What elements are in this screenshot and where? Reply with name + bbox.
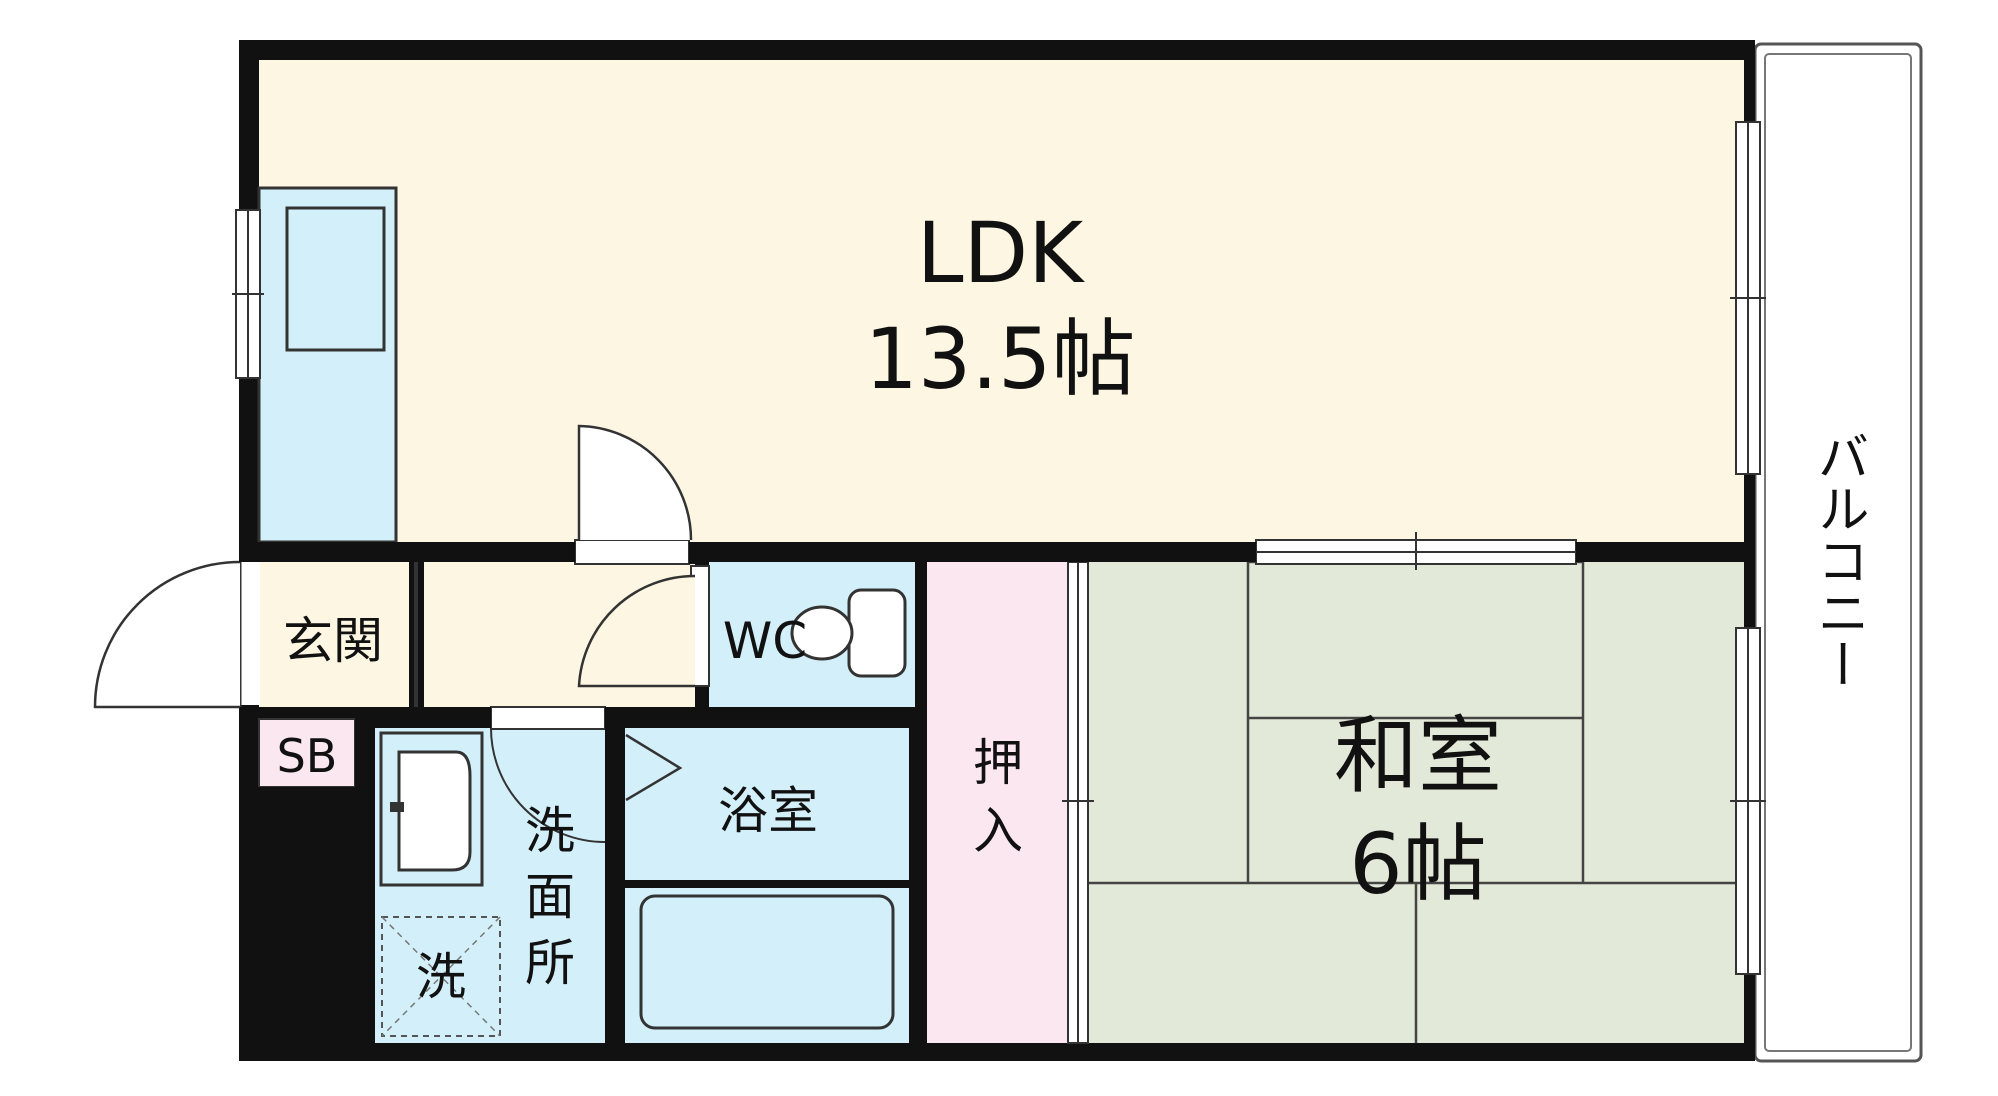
wc-door [577,565,710,688]
ldk-door [574,424,693,565]
bath-label: 浴室 [718,782,818,840]
window-kitchen [232,209,264,379]
kitchen-counter [257,186,398,544]
toilet-icon [790,588,907,678]
balcony-label: バルコニー [1808,430,1868,690]
senmenjo-label-1: 洗 [525,802,575,860]
sb-label: SB [277,729,338,783]
genkan-label: 玄関 [283,612,383,670]
washitsu-name: 和室 [1334,707,1502,805]
entrance-door [93,560,260,709]
interior-walls [239,542,1755,1061]
window-washitsu-balcony [1730,627,1766,975]
room-genkan [259,562,409,707]
bathtub-icon [639,894,895,1030]
window-ldk-balcony [1730,121,1766,475]
room-ldk [259,60,1744,542]
wc-label: WC [723,612,807,670]
washbasin-icon [379,731,484,887]
oshiire-label-1: 押 [973,734,1023,792]
room-oshiire [927,562,1070,1043]
ldk-name: LDK [917,204,1085,302]
oshiire-label-2: 入 [973,802,1023,860]
senmenjo-label-2: 面 [525,868,575,926]
washer-space [381,916,501,1037]
ldk-size: 13.5帖 [864,310,1135,408]
balcony [1753,42,1923,1063]
washitsu-size: 6帖 [1349,815,1486,913]
senmenjo-label-3: 所 [525,934,575,992]
washer-label: 洗 [416,948,466,1006]
